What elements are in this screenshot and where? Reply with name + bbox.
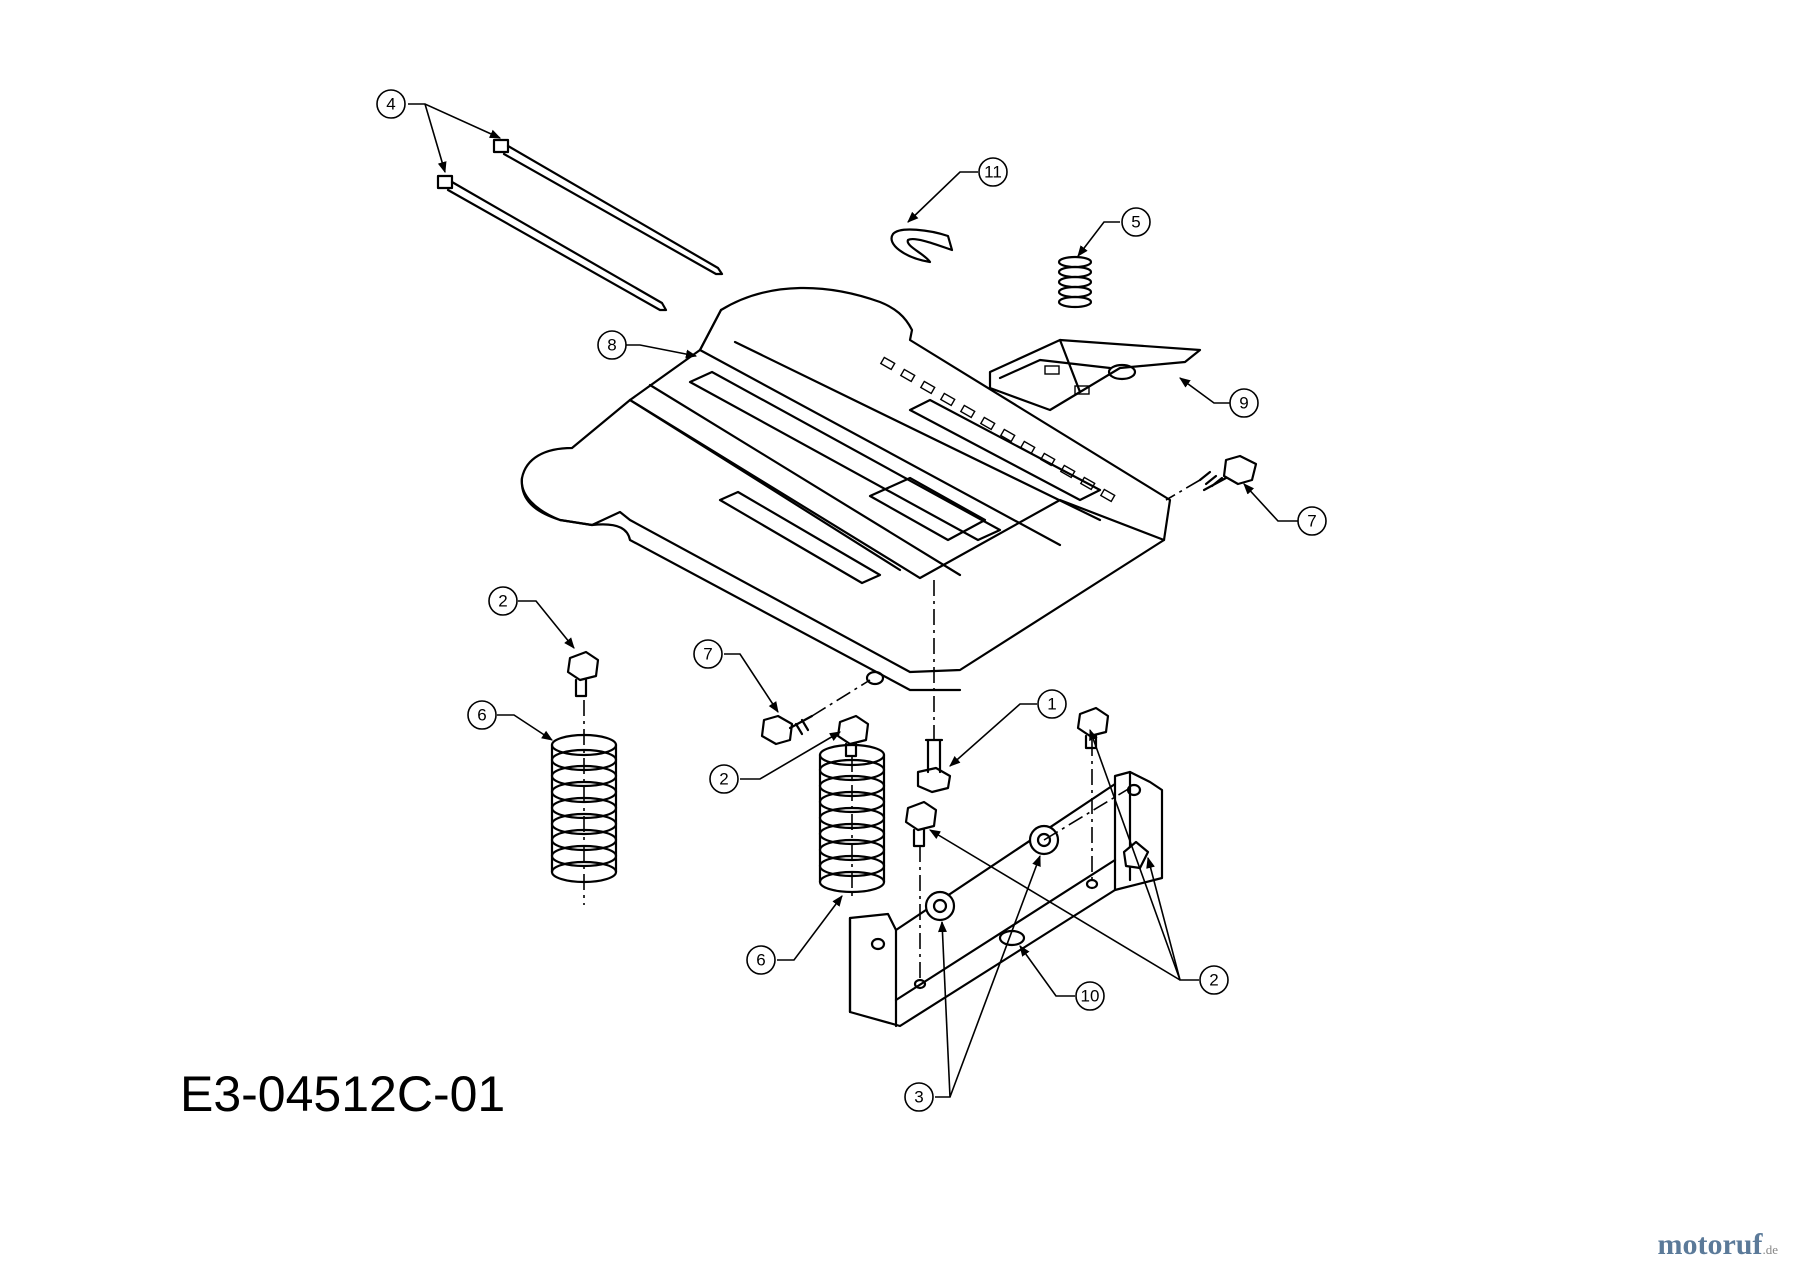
callout-number: 11 xyxy=(984,163,1002,182)
callout-number: 2 xyxy=(1209,971,1218,990)
callout-7: 7 xyxy=(1297,506,1327,536)
watermark-tld: .de xyxy=(1762,1242,1778,1257)
callout-4: 4 xyxy=(376,89,406,119)
seat-plate-part xyxy=(520,286,1172,692)
latch-bracket-part xyxy=(988,338,1202,412)
watermark-brand: motoruf xyxy=(1657,1228,1763,1261)
watermark-logo: motoruf.de xyxy=(1657,1228,1778,1262)
callout-3: 3 xyxy=(904,1082,934,1112)
leader-lines xyxy=(408,103,1298,1098)
callout-number: 6 xyxy=(477,706,486,725)
callout-6: 6 xyxy=(467,700,497,730)
callout-10: 10 xyxy=(1075,981,1105,1011)
callout-number: 5 xyxy=(1131,213,1140,232)
drawing-code-label: E3-04512C-01 xyxy=(180,1066,506,1122)
flange-nut-part xyxy=(924,890,956,922)
cable-tie-part xyxy=(436,138,724,312)
callout-number: 7 xyxy=(703,645,712,664)
callout-number: 4 xyxy=(386,95,395,114)
callout-number: 7 xyxy=(1307,512,1316,531)
callout-11: 11 xyxy=(978,157,1008,187)
callout-number: 6 xyxy=(756,951,765,970)
callout-2: 2 xyxy=(1199,965,1229,995)
center-lines xyxy=(583,479,1201,980)
callout-number: 3 xyxy=(914,1088,923,1107)
pin-part xyxy=(916,738,952,794)
callout-number: 9 xyxy=(1239,394,1248,413)
callout-6: 6 xyxy=(746,945,776,975)
callout-number: 8 xyxy=(607,336,616,355)
callout-8: 8 xyxy=(597,330,627,360)
callout-2: 2 xyxy=(488,586,518,616)
callout-7: 7 xyxy=(693,639,723,669)
callout-5: 5 xyxy=(1121,207,1151,237)
hex-bolt-part xyxy=(836,714,870,758)
callout-9: 9 xyxy=(1229,388,1259,418)
callout-number: 2 xyxy=(498,592,507,611)
callout-1: 1 xyxy=(1037,689,1067,719)
callout-number: 10 xyxy=(1081,987,1100,1006)
u-bracket-part xyxy=(848,770,1164,1028)
callout-2: 2 xyxy=(709,764,739,794)
callout-number: 1 xyxy=(1047,695,1056,714)
callout-number: 2 xyxy=(719,770,728,789)
shoulder-bolt-part xyxy=(1198,454,1258,492)
hex-bolt-part xyxy=(566,650,600,698)
hex-bolt-part xyxy=(904,800,938,848)
hex-bolt-part xyxy=(1076,706,1110,750)
small-spring-part xyxy=(1057,255,1093,309)
shoulder-bolt-part xyxy=(760,714,814,746)
clip-part xyxy=(890,228,954,264)
